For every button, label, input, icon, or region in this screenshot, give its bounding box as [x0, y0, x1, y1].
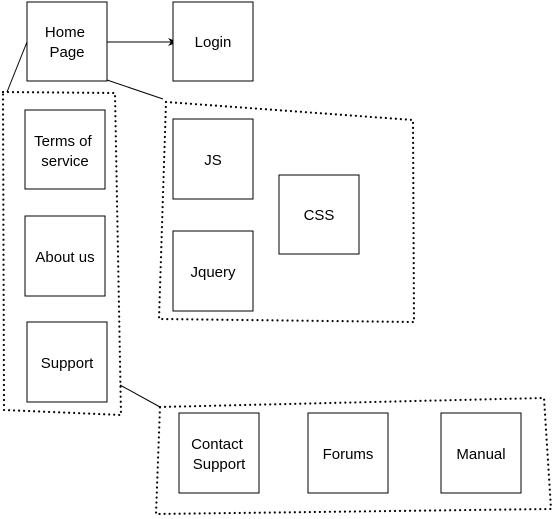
jquery-label: Jquery	[190, 264, 236, 281]
about-us-node[interactable]: About us	[24, 215, 106, 297]
home-to-assets-connector	[106, 79, 164, 100]
forums-label: Forums	[323, 446, 374, 463]
css-node[interactable]: CSS	[278, 174, 360, 255]
contact-support-label: Contact Support	[191, 436, 247, 473]
support-to-support-group-connector	[119, 384, 161, 408]
jquery-node[interactable]: Jquery	[172, 230, 254, 312]
login-label: Login	[195, 34, 232, 51]
support-group-outline	[154, 396, 553, 516]
about-us-label: About us	[35, 249, 94, 266]
support-node[interactable]: Support	[26, 321, 108, 403]
contact-support-node[interactable]: Contact Support	[178, 412, 260, 494]
terms-of-service-label: Terms of service	[34, 133, 96, 170]
pages-group-outline	[1, 90, 123, 417]
js-node[interactable]: JS	[172, 118, 254, 200]
css-label: CSS	[304, 207, 335, 224]
home-to-pages-connector	[6, 41, 28, 93]
terms-of-service-node[interactable]: Terms of service	[24, 109, 106, 190]
assets-group-outline	[157, 100, 416, 324]
forums-node[interactable]: Forums	[307, 412, 389, 494]
manual-label: Manual	[456, 446, 505, 463]
js-label: JS	[204, 152, 222, 169]
login-node[interactable]: Login	[172, 1, 254, 82]
home-page-label: Home Page	[45, 24, 89, 61]
home-page-node[interactable]: Home Page	[26, 1, 108, 82]
support-label: Support	[41, 355, 94, 372]
manual-node[interactable]: Manual	[440, 412, 522, 494]
